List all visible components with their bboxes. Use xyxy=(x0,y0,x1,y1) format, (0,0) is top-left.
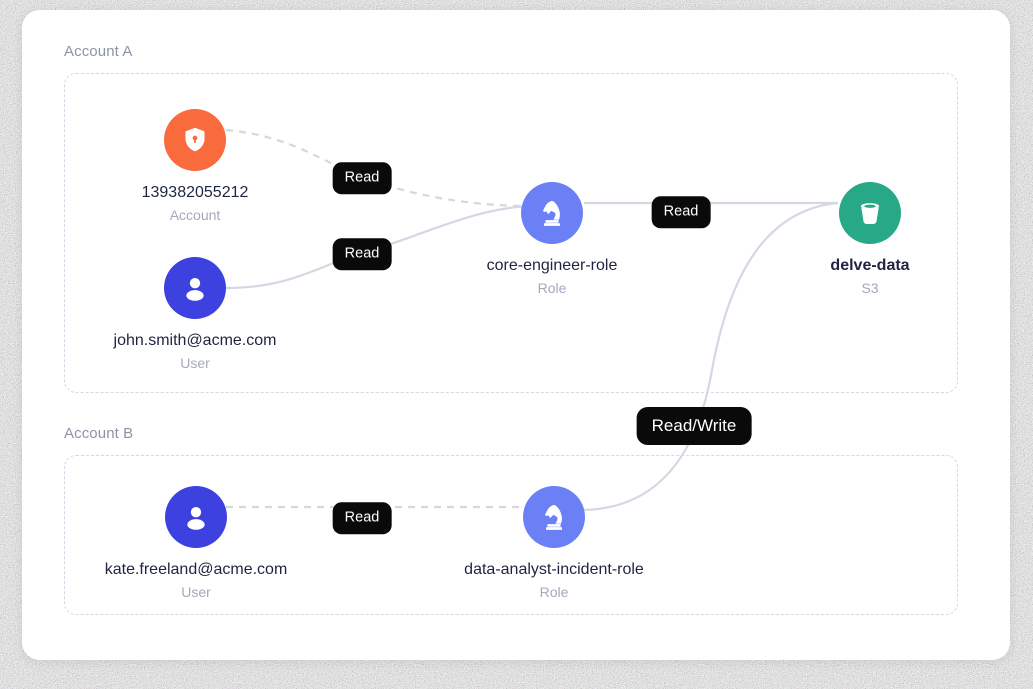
node-user-kate[interactable]: kate.freeland@acme.com User xyxy=(86,486,306,601)
node-title: 139382055212 xyxy=(141,184,249,201)
role-node-circle xyxy=(521,182,583,244)
node-user-john[interactable]: john.smith@acme.com User xyxy=(85,257,305,372)
node-account[interactable]: 139382055212 Account xyxy=(85,109,305,224)
group-container-account-b xyxy=(64,455,958,615)
edge-badge-kate-to-role[interactable]: Read xyxy=(332,502,392,534)
node-title: delve-data xyxy=(830,257,910,274)
node-subtitle: Role xyxy=(539,584,569,601)
node-subtitle: User xyxy=(181,584,211,601)
node-subtitle: Account xyxy=(169,207,221,224)
node-title: kate.freeland@acme.com xyxy=(104,561,288,578)
chess-knight-icon xyxy=(539,502,569,532)
edge-badge-john-to-role[interactable]: Read xyxy=(332,238,392,270)
bucket-node-circle xyxy=(839,182,901,244)
group-label-account-a: Account A xyxy=(64,43,133,60)
chess-knight-icon xyxy=(537,198,567,228)
shield-lock-icon xyxy=(180,125,210,155)
node-subtitle: Role xyxy=(537,280,567,297)
edge-badge-role-to-bucket[interactable]: Read xyxy=(651,196,711,228)
group-container-account-a xyxy=(64,73,958,393)
node-bucket-delve-data[interactable]: delve-data S3 xyxy=(760,182,980,297)
group-label-account-b: Account B xyxy=(64,425,134,442)
node-title: data-analyst-incident-role xyxy=(464,561,644,578)
edge-badge-account-to-role[interactable]: Read xyxy=(332,162,392,194)
edge-badge-analyst-to-bucket[interactable]: Read/Write xyxy=(636,407,752,445)
user-icon xyxy=(179,272,211,304)
node-title: john.smith@acme.com xyxy=(113,332,277,349)
node-role-core-engineer[interactable]: core-engineer-role Role xyxy=(442,182,662,297)
user-icon xyxy=(180,501,212,533)
node-subtitle: User xyxy=(180,355,210,372)
user-node-circle xyxy=(165,486,227,548)
user-node-circle xyxy=(164,257,226,319)
node-role-data-analyst[interactable]: data-analyst-incident-role Role xyxy=(444,486,664,601)
bucket-icon xyxy=(855,198,885,228)
node-title: core-engineer-role xyxy=(486,257,618,274)
role-node-circle xyxy=(523,486,585,548)
node-subtitle: S3 xyxy=(861,280,879,297)
account-node-circle xyxy=(164,109,226,171)
